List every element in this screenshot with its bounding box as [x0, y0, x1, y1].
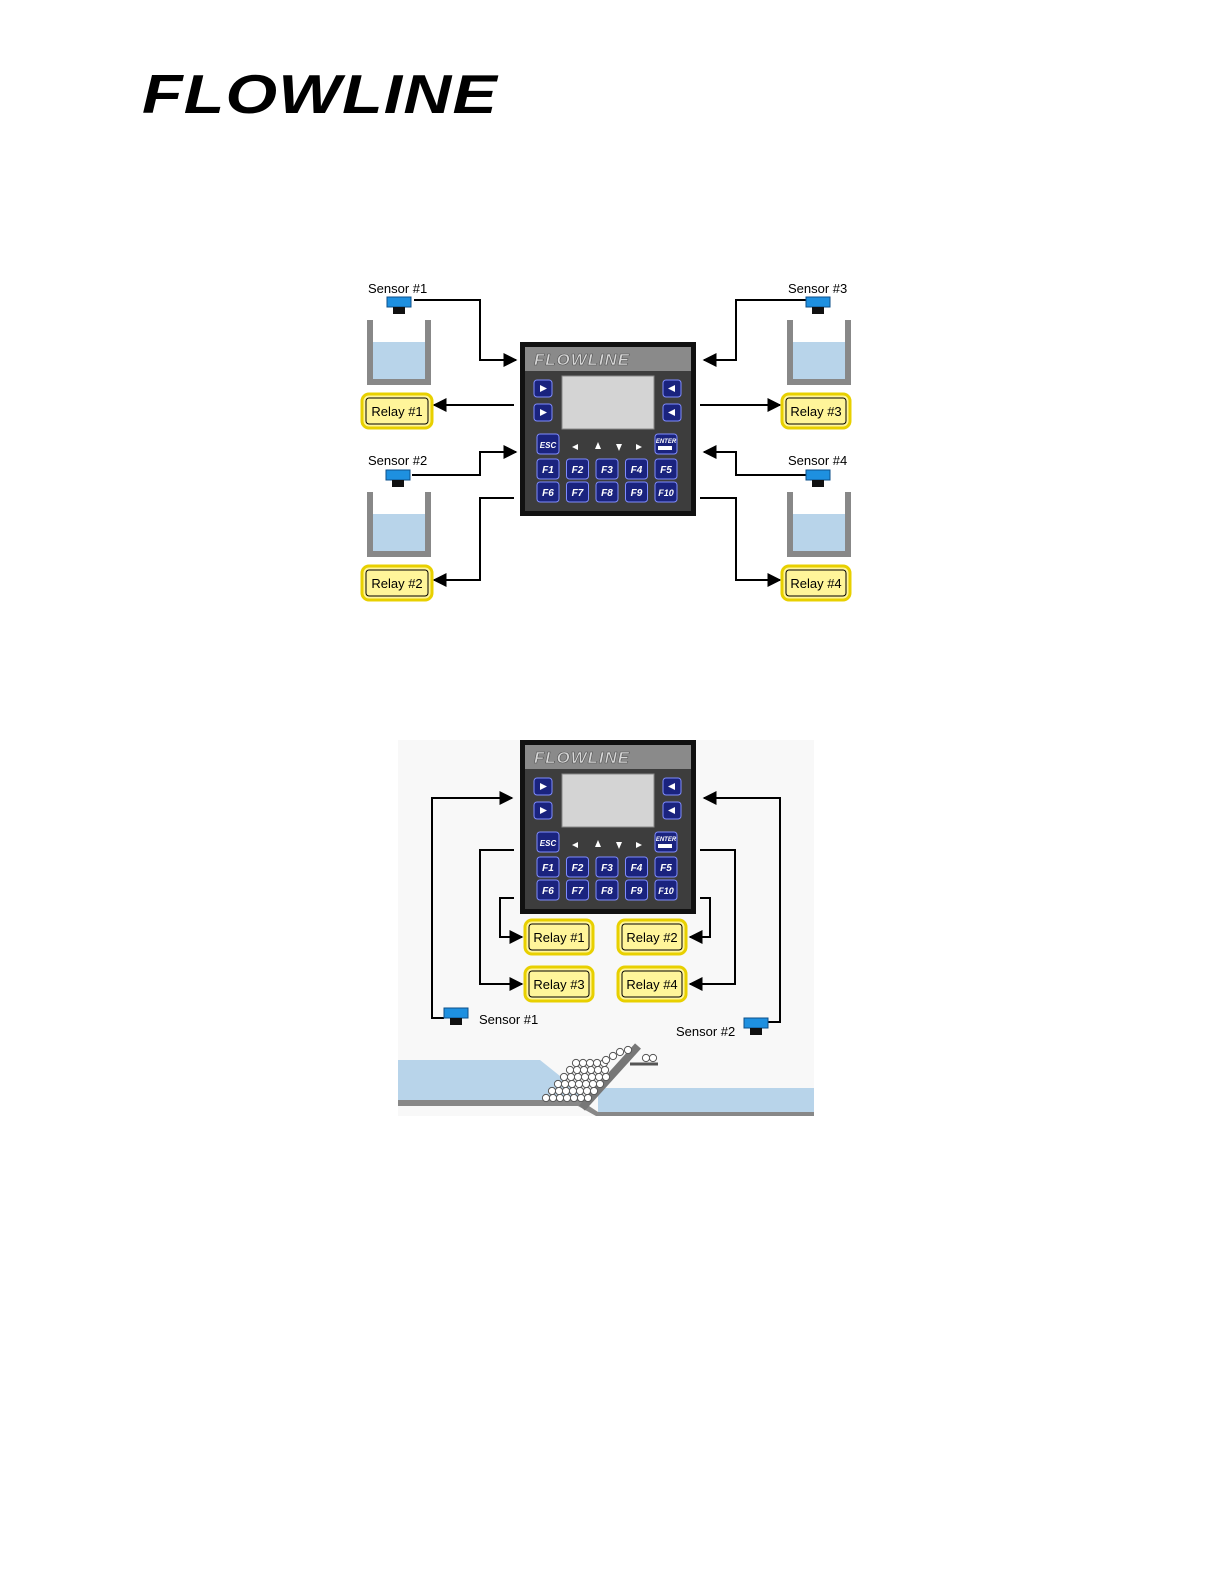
function-key-f10[interactable]: F10 [655, 880, 677, 900]
svg-text:F5: F5 [660, 465, 672, 476]
relay-3: Relay #3 [782, 394, 850, 428]
tank-4 [790, 492, 848, 554]
svg-text:F7: F7 [572, 488, 584, 499]
esc-key-2[interactable]: ESC [537, 832, 559, 852]
svg-text:F6: F6 [542, 488, 554, 499]
svg-text:F7: F7 [572, 886, 584, 897]
enter-key-2[interactable]: ENTER [655, 832, 677, 852]
svg-text:Relay #1: Relay #1 [533, 930, 584, 945]
function-key-f1[interactable]: F1 [537, 857, 559, 877]
relay-4-d2: Relay #4 [618, 967, 686, 1001]
sensor-3-label: Sensor #3 [788, 281, 847, 296]
svg-text:ESC: ESC [540, 441, 557, 450]
svg-text:F3: F3 [601, 863, 613, 874]
tank-3 [790, 320, 848, 382]
function-key-f7[interactable]: F7 [567, 482, 589, 502]
relay-4: Relay #4 [782, 566, 850, 600]
svg-text:Relay #4: Relay #4 [626, 977, 677, 992]
relay-2-d2: Relay #2 [618, 920, 686, 954]
svg-text:F6: F6 [542, 886, 554, 897]
function-key-f5[interactable]: F5 [655, 857, 677, 877]
svg-text:ENTER: ENTER [656, 439, 677, 445]
svg-text:F4: F4 [631, 863, 643, 874]
function-key-f8[interactable]: F8 [596, 880, 618, 900]
sensor-2 [386, 470, 410, 487]
function-key-f8[interactable]: F8 [596, 482, 618, 502]
sensor-1 [387, 297, 411, 314]
svg-text:F8: F8 [601, 886, 613, 897]
function-key-f2[interactable]: F2 [567, 857, 589, 877]
esc-key[interactable]: ESC [537, 434, 559, 454]
svg-text:Relay #1: Relay #1 [371, 404, 422, 419]
function-key-f2[interactable]: F2 [567, 459, 589, 479]
svg-text:F9: F9 [631, 886, 643, 897]
function-key-f7[interactable]: F7 [567, 880, 589, 900]
function-key-f9[interactable]: F9 [626, 482, 648, 502]
relay-1-d2: Relay #1 [525, 920, 593, 954]
svg-text:F2: F2 [572, 863, 584, 874]
function-key-f1[interactable]: F1 [537, 459, 559, 479]
svg-text:ENTER: ENTER [656, 837, 677, 843]
function-key-f6[interactable]: F6 [537, 880, 559, 900]
svg-text:F1: F1 [542, 465, 554, 476]
svg-text:Relay #3: Relay #3 [533, 977, 584, 992]
svg-text:F2: F2 [572, 465, 584, 476]
svg-text:F5: F5 [660, 863, 672, 874]
svg-text:Relay #2: Relay #2 [371, 576, 422, 591]
controller-brand: FLOWLINE [534, 352, 630, 369]
svg-text:F9: F9 [631, 488, 643, 499]
svg-text:Relay #2: Relay #2 [626, 930, 677, 945]
function-key-f10[interactable]: F10 [655, 482, 677, 502]
tank-2 [370, 492, 428, 554]
enter-key[interactable]: ENTER [655, 434, 677, 454]
controller-brand-2: FLOWLINE [534, 750, 630, 767]
function-key-f9[interactable]: F9 [626, 880, 648, 900]
relay-3-d2: Relay #3 [525, 967, 593, 1001]
function-key-f4[interactable]: F4 [626, 857, 648, 877]
sensor-1-d2-label: Sensor #1 [479, 1012, 538, 1027]
sensor-4 [806, 470, 830, 487]
sensor-2-label: Sensor #2 [368, 453, 427, 468]
function-key-f3[interactable]: F3 [596, 459, 618, 479]
flowline-logo: FLOWLINE [142, 63, 500, 125]
relay-1: Relay #1 [362, 394, 432, 428]
svg-text:ESC: ESC [540, 839, 557, 848]
tank-1 [370, 320, 428, 382]
svg-text:F10: F10 [658, 488, 674, 498]
function-key-f3[interactable]: F3 [596, 857, 618, 877]
svg-text:F4: F4 [631, 465, 643, 476]
sensor-3 [806, 297, 830, 314]
svg-text:F3: F3 [601, 465, 613, 476]
sensor-1-label: Sensor #1 [368, 281, 427, 296]
function-key-f6[interactable]: F6 [537, 482, 559, 502]
svg-text:F10: F10 [658, 886, 674, 896]
svg-text:Relay #3: Relay #3 [790, 404, 841, 419]
function-key-f4[interactable]: F4 [626, 459, 648, 479]
sensor-2-d2-label: Sensor #2 [676, 1024, 735, 1039]
relay-2: Relay #2 [362, 566, 432, 600]
svg-text:F8: F8 [601, 488, 613, 499]
sensor-4-label: Sensor #4 [788, 453, 847, 468]
svg-text:F1: F1 [542, 863, 554, 874]
svg-text:Relay #4: Relay #4 [790, 576, 841, 591]
function-key-f5[interactable]: F5 [655, 459, 677, 479]
